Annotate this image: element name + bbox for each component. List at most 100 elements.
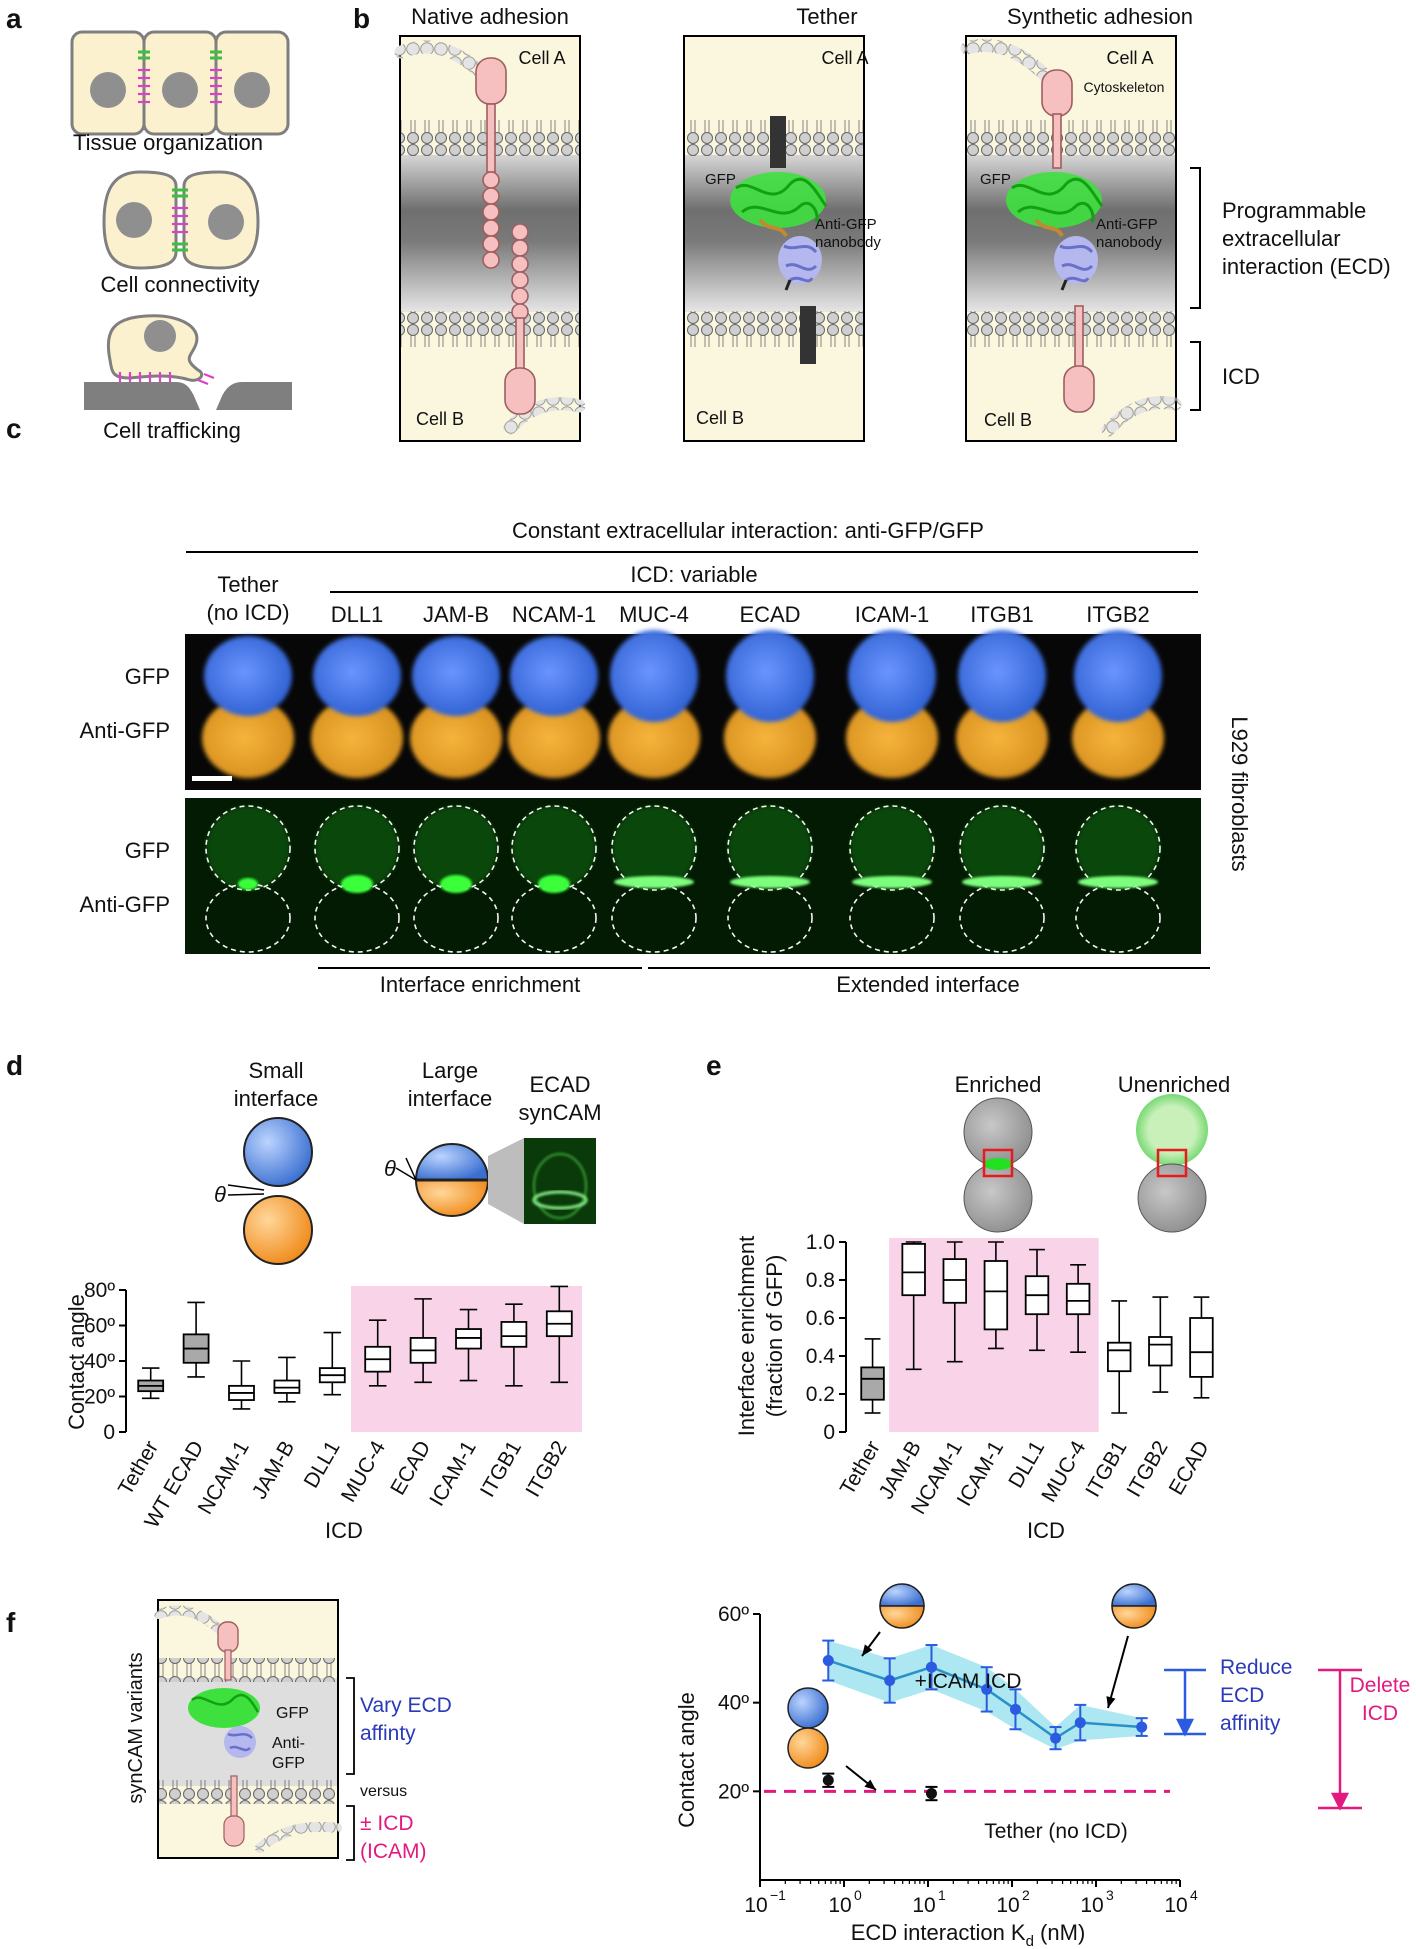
tether-box: Cell A Cell B GFP Anti-GFP nanobody [683, 35, 881, 442]
small-interface-label-1: Small [248, 1058, 303, 1083]
tether-data-point [925, 1788, 937, 1800]
gfp-cell-outline [611, 805, 697, 891]
anti-gfp-cell-icon [787, 1727, 829, 1769]
gfp-cell-glow [728, 806, 812, 890]
y-axis-title: Contact angle [674, 1692, 699, 1828]
y-tick-label: 0 [823, 1421, 835, 1444]
box-itgb2 [1148, 1296, 1173, 1393]
panel-b: Native adhesion Tether Synthetic adhesio… [394, 4, 1391, 442]
ecad-synCAM-label-2: synCAM [518, 1100, 601, 1125]
box-tether [860, 1338, 885, 1414]
icd-toggle-label-1: ± ICD [360, 1812, 414, 1835]
gfp-cell-icon [879, 1583, 925, 1607]
box-icam-1 [983, 1241, 1009, 1350]
y-tick-label: 20º [84, 1386, 115, 1409]
icam-data-point [925, 1661, 937, 1673]
icam-series-label: +ICAM ICD [915, 1670, 1022, 1693]
anti-gfp-cell-outline [1075, 883, 1161, 953]
reduce-label-1: Reduce [1220, 1656, 1292, 1679]
synthetic-gfp-label: GFP [980, 171, 1011, 188]
y-tick-label: 0.4 [806, 1345, 836, 1368]
x-tick-label: 10 [1164, 1894, 1187, 1917]
x-tick-label: 10 [744, 1894, 767, 1917]
icd-bracket-f [346, 1805, 355, 1861]
anti-gfp-cell-outline [959, 883, 1045, 953]
y-tick-label: 60º [84, 1315, 115, 1338]
y-axis-title: Contact angle [64, 1294, 89, 1430]
gfp-cell-icon [787, 1687, 829, 1729]
box-muc-4 [364, 1319, 392, 1387]
gfp-cell [958, 630, 1046, 722]
large-interface-label-2: interface [408, 1086, 492, 1111]
gfp-channel-pair [511, 805, 597, 953]
tether-cell-b-label: Cell B [696, 408, 744, 428]
synthetic-nanobody-structure [1054, 236, 1098, 291]
anti-gfp-cell-outline [205, 883, 291, 953]
anti-gfp-cell [1072, 698, 1164, 778]
syncam-variants-label: synCAM variants [125, 1652, 147, 1803]
panel-label-f: f [6, 1607, 16, 1638]
ecad-synCAM-label-1: ECAD [529, 1072, 590, 1097]
row-gfp-label-top: GFP [125, 664, 170, 689]
interface-band [962, 876, 1042, 888]
tissue-organization-label: Tissue organization [73, 130, 263, 155]
column-icam-1: ICAM-1 [855, 602, 930, 627]
anti-gfp-cell-icon [1111, 1605, 1157, 1629]
l929-label: L929 fibroblasts [1227, 716, 1252, 871]
cell-pair-icon [879, 1583, 925, 1629]
x-tick-label: DLL1 [300, 1437, 345, 1492]
gfp-cell [313, 636, 401, 716]
box-iqr [1107, 1341, 1132, 1373]
anti-gfp-cell-outline [849, 883, 935, 953]
x-tick-label: MUC-4 [337, 1437, 390, 1506]
merged-cell-pair [508, 636, 600, 778]
merged-cell-pair [202, 636, 294, 778]
anti-gfp-cell-outline [413, 883, 499, 953]
column-dll1: DLL1 [331, 602, 384, 627]
constant-interaction-header: Constant extracellular interaction: anti… [512, 518, 984, 543]
column-ecad: ECAD [739, 602, 800, 627]
annotation-arrowhead [1106, 1696, 1116, 1708]
y-axis-title-unit: (fraction of GFP) [762, 1255, 787, 1418]
cell-connectivity-diagram [102, 170, 260, 270]
merged-cell-pair [724, 630, 816, 778]
icd-variable-header: ICD: variable [630, 562, 757, 587]
box-iqr [500, 1321, 528, 1348]
gfp-channel-cells [205, 805, 1161, 953]
column-itgb1: ITGB1 [970, 602, 1034, 627]
f-anti-label-2: GFP [272, 1755, 305, 1772]
tether-title: Tether [796, 4, 857, 29]
cell-pair-icon [1111, 1583, 1157, 1629]
merged-cell-pair [956, 630, 1048, 778]
anti-gfp-cell-icon [879, 1605, 925, 1629]
box-jam-b [273, 1356, 301, 1403]
native-cell-a-label: Cell A [518, 48, 565, 68]
icam-data-point [1074, 1717, 1086, 1729]
native-cadherin-top [475, 57, 507, 269]
merged-cell-pair [1072, 630, 1164, 778]
reduce-label-3: affinity [1220, 1712, 1281, 1735]
row-anti-gfp-label-bottom: Anti-GFP [80, 892, 170, 917]
x-tick-exponent: 4 [1190, 1887, 1198, 1903]
box-jam-b [901, 1241, 926, 1371]
tether-series-label: Tether (no ICD) [984, 1820, 1128, 1843]
tether-data-point [822, 1774, 834, 1786]
delete-icd-annotation [1318, 1668, 1362, 1811]
y-tick-label: 0.8 [806, 1269, 835, 1292]
x-tick-label: ECAD [1165, 1437, 1214, 1499]
icd-toggle-label-2: (ICAM) [360, 1840, 427, 1863]
gfp-cell-glow [315, 806, 399, 890]
gfp-channel-pair [314, 805, 400, 953]
gfp-channel-pair [849, 805, 935, 953]
y-tick-label: 0.6 [806, 1307, 835, 1330]
gfp-cell [510, 636, 598, 716]
box-iqr [983, 1260, 1009, 1331]
box-ncam-1 [228, 1360, 255, 1410]
gfp-cell-glow [850, 806, 934, 890]
box-itgb1 [500, 1303, 528, 1387]
tether-gfp-label: GFP [705, 171, 736, 188]
tissue-organization-diagram [70, 30, 290, 136]
interface-spot [341, 875, 373, 893]
box-itgb1 [1107, 1300, 1132, 1414]
